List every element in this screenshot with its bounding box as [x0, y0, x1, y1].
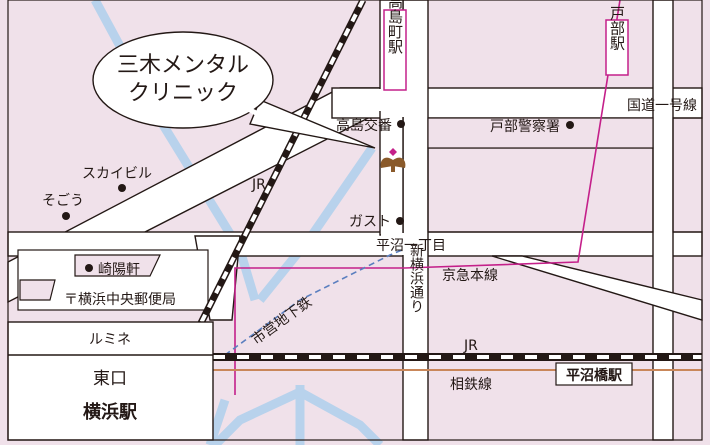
post-office-building: [19, 279, 56, 301]
station-boxes: [383, 9, 633, 386]
sogo-label: そごう: [42, 193, 84, 209]
clinic-callout: [92, 31, 376, 149]
jr-lower-track: [213, 353, 702, 361]
skybuilding-label: スカイビル: [82, 166, 152, 182]
map-frame: [7, 0, 703, 441]
sotetsu-label: 相鉄線: [450, 377, 492, 393]
jr-lower-label: JR: [463, 338, 478, 354]
hiranumabashi-label: 平沼橋駅: [566, 367, 623, 384]
higashiguchi-label: 東口: [93, 369, 127, 389]
clinic-name-line2: クリニック: [128, 81, 238, 106]
lumine-label: ルミネ: [89, 332, 131, 348]
takashimacho-station-label: 高島町駅: [386, 0, 404, 54]
yokohama-station-label: 横浜駅: [83, 401, 138, 423]
subway-line: [224, 249, 403, 356]
block-outlines: [17, 117, 703, 311]
road-joins: [341, 89, 672, 255]
kiyoken-building: [74, 254, 161, 277]
flower-logo-icon: [380, 148, 406, 172]
sogo-dot: [62, 212, 70, 220]
yokohama-station-block: [7, 321, 214, 441]
river-south-west: [211, 387, 302, 445]
tobe-police-dot: [566, 121, 574, 129]
jr-upper-label: JR: [251, 177, 266, 193]
post-office-label: 〒横浜中央郵便局: [64, 292, 176, 308]
clinic-name-line1: 三木メンタル: [117, 53, 249, 78]
road-east: [652, 0, 674, 441]
block-tobe-police: [427, 117, 654, 149]
hiranumabashi-box: [555, 362, 633, 386]
skybuilding-dot: [118, 184, 126, 192]
tobe-station-label: 戸部駅: [608, 6, 626, 51]
shin-yokohama-dori-label: 新横浜通り: [408, 243, 424, 313]
hiranuma1-label: 平沼一丁目: [376, 238, 446, 254]
jr-upper-track: [196, 0, 367, 327]
keikyu-label: 京急本線: [442, 268, 498, 284]
takashima-koban-label: 高島交番: [336, 117, 392, 134]
keikyu-line: [234, 0, 621, 395]
kiyoken-label: 崎陽軒: [98, 262, 140, 278]
takashima-koban-dot: [397, 120, 405, 128]
kiyoken-dot: [85, 264, 93, 272]
gusto-dot: [396, 217, 404, 225]
tobe-police-label: 戸部警察署: [490, 118, 560, 135]
gusto-label: ガスト: [349, 214, 391, 230]
takashimacho-box: [383, 9, 407, 91]
river-south-east: [297, 388, 384, 445]
tobe-box: [605, 19, 629, 76]
landmark-dots: [62, 120, 574, 272]
route1-label: 国道一号線: [627, 98, 697, 114]
